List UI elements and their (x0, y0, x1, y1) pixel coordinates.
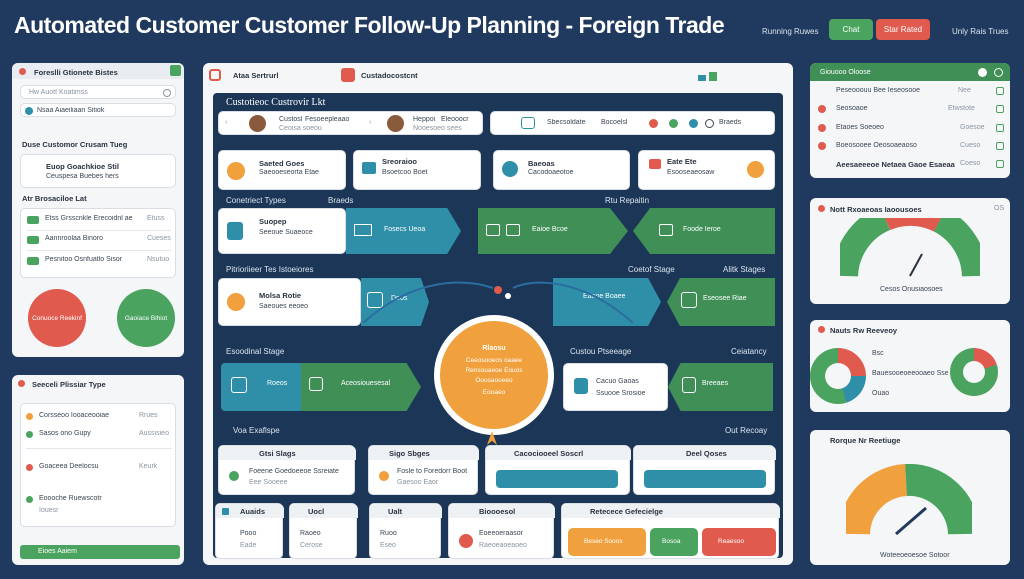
gauge-panel-1: Nott Rxoaeoas Iaoousoes OS Cesos Onusiao… (810, 198, 1010, 304)
donut-panel: Nauts Rw Reeveoy Bsc Bauesooeoeeooaeo Ss… (810, 320, 1010, 412)
stage-card[interactable]: Gtsi Slags Foeene Goedoeeoe Ssreiate Eee… (218, 445, 356, 495)
flow-arrow[interactable]: Aceosiouesesal (301, 363, 421, 411)
refresh-icon[interactable] (994, 68, 1003, 77)
star-rated-button[interactable]: Star Rated (876, 19, 930, 40)
strategy-card[interactable]: Cacuo Gaoas Ssuooe Srosioe (563, 363, 668, 411)
gauge-needle (909, 253, 923, 277)
contact-type-card[interactable]: Suopep Seeoue Suaeoce (218, 208, 346, 254)
page-title: Automated Customer Customer Follow-Up Pl… (14, 12, 725, 38)
gauge-chart-2 (846, 464, 972, 536)
chat-button[interactable]: Chat (829, 19, 873, 40)
list-card: Etss Grsscnkle Erecoidnl ae Etuss Aannro… (20, 208, 176, 278)
footer-card[interactable]: Ualt Ruoo Eseo (369, 503, 442, 559)
app-icon (209, 69, 221, 81)
gauge-chart (840, 218, 980, 277)
left-bottom-panel: Seeceli Plissiar Type Corsseoo Iooaceooi… (12, 375, 184, 565)
folder-icon (341, 68, 355, 82)
center-panel: Ataa Sertrurl Custadocostcnt Custotieoc … (203, 63, 793, 565)
info-card[interactable]: Sreoraioo Bsoetcoo Boet (353, 150, 481, 190)
info-card[interactable]: Eate Ete Esooseaeosaw (638, 150, 775, 190)
donut-chart-right (950, 348, 998, 396)
red-action[interactable]: Reaesoo (702, 528, 776, 556)
section-title: Duse Customor Crusam Tueg (22, 140, 128, 149)
seasonal-card[interactable]: Roeos (221, 363, 303, 411)
add-icon[interactable] (170, 65, 181, 76)
green-action[interactable]: Bosoa (650, 528, 698, 556)
row-icon (27, 257, 39, 265)
note-card[interactable]: Euop Goachkioe Stil Ceuspesa Buebes hers (20, 154, 176, 188)
panel-title: Seeceli Plissiar Type (32, 380, 106, 389)
bus-icon (521, 117, 535, 129)
stage-card[interactable]: Cacociooeel Soscrl (485, 445, 631, 495)
search-input[interactable]: Hw Auott Koatimss (20, 85, 176, 99)
info-card[interactable]: Baeoas Cacodoaeotoe (493, 150, 630, 190)
gauge-panel-2: Rorque Nr Reetiuge Woteeoeoesoe Sotoor (810, 430, 1010, 565)
panel-title: Foreslli Gtionete Bistes (34, 68, 118, 77)
list-title: Atr Brosaciloe Lat (22, 194, 87, 203)
footer-card[interactable]: Auaids Pooo Eade (215, 503, 284, 559)
flow-arrow[interactable]: Eaeoe Boaee (553, 278, 661, 326)
flow-arrow[interactable]: Fosecs Ueoa (346, 208, 461, 254)
tab-active[interactable]: Custadocostcnt (361, 71, 418, 80)
stage-card[interactable]: Deel Qoses (633, 445, 776, 495)
right-list-panel: Giouooo Oloose Peseooouu Bee Ieseosooe N… (810, 63, 1010, 178)
footer-wide-card[interactable]: Retecece Gefecielge Beseo Sooos Bosoa Re… (561, 503, 780, 559)
board-title: Custotieoc Custrovir Lkt (226, 97, 326, 108)
red-dot-icon (18, 380, 25, 387)
type-list: Corsseoo Iooaceooiae Rrues Sasos ono Gup… (20, 403, 176, 527)
avatar (387, 115, 404, 132)
row-icon (27, 236, 39, 244)
status-circle-green[interactable]: Gaoiace Bihiot (117, 289, 175, 347)
header-link-right[interactable]: Unly Rais Trues (952, 27, 1009, 36)
row-icon (27, 216, 39, 224)
filter-row[interactable]: Nsaa Aiaeiliaan Sitiok (20, 103, 176, 117)
contact-card[interactable]: Sbecsoldate Bocoelsl Braeds (490, 111, 775, 135)
action-button[interactable]: Eioes Aaiem (20, 545, 180, 559)
gauge-needle-2 (895, 506, 927, 536)
hub-circle[interactable]: Rlaosu Ceeosooeos oaaee Rensouaeoe Eouos… (440, 321, 548, 429)
search-icon (163, 89, 171, 97)
footer-card[interactable]: Bioooesol Eoeeoeraasor Raeoeaoeaoeo (448, 503, 555, 559)
mail-icon (354, 224, 372, 236)
pointer-icon (487, 431, 497, 445)
footer-card[interactable]: Uocl Raoeo Cerose (289, 503, 358, 559)
info-card[interactable]: Saeted Goes Saeooeseorta Etae (218, 150, 346, 190)
priority-card[interactable]: Molsa Rotie Saeoues eeoeo (218, 278, 361, 326)
donut-chart-left (810, 348, 866, 404)
left-top-panel: Foreslli Gtionete Bistes Hw Auott Koatim… (12, 63, 184, 357)
phone-icon (227, 222, 243, 240)
header-link-left[interactable]: Running Ruwes (762, 27, 819, 36)
orange-action[interactable]: Beseo Sooos (568, 528, 646, 556)
planning-board: Custotieoc Custrovir Lkt ‹ Custosl Fesoe… (213, 93, 783, 558)
flow-arrow[interactable]: Foode Ieroe (633, 208, 775, 254)
flow-arrow[interactable]: Eseosee Riae (667, 278, 775, 326)
flow-arrow[interactable]: Breeaes (668, 363, 773, 411)
chat-icon (659, 224, 673, 236)
filter-icon (25, 107, 33, 115)
connector-lines (362, 281, 634, 324)
contact-card[interactable]: ‹ Custosl Fesoeepleaao Ceoisa soeou ‹ He… (218, 111, 483, 135)
status-circle-red[interactable]: Conuoce Reekinf (28, 289, 86, 347)
flow-arrow[interactable]: Eaioe Bcoe (478, 208, 628, 254)
red-dot-icon (19, 68, 26, 75)
avatar (249, 115, 266, 132)
stage-card[interactable]: Sigo Sbges Fosle to Foredorr Boot Gaesoo… (368, 445, 479, 495)
